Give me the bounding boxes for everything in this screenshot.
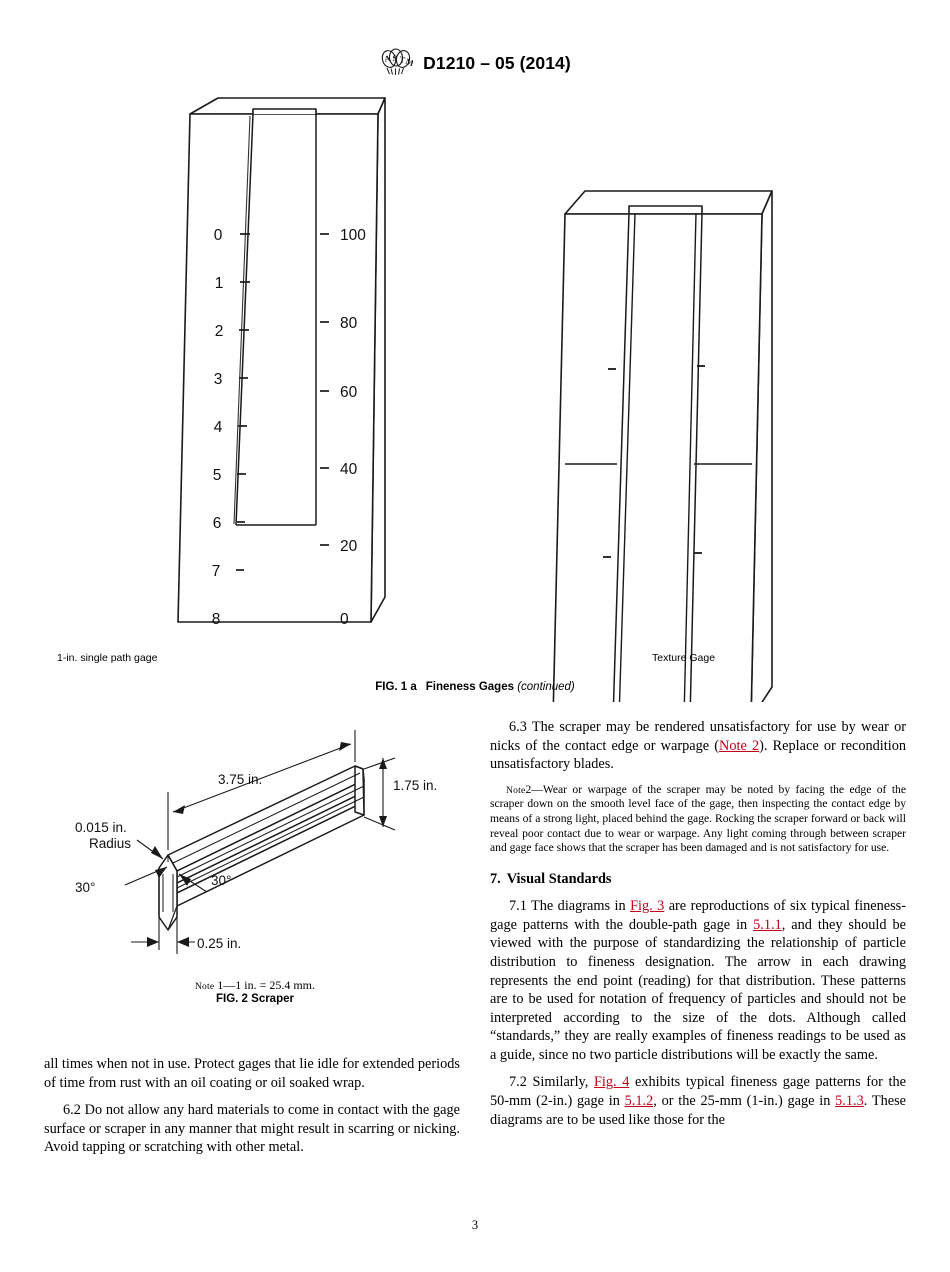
- scale-label-left: 1: [215, 275, 224, 292]
- dimension-radius-label: Radius: [89, 836, 131, 851]
- scale-label-right: 0: [340, 611, 349, 628]
- scale-label-left: 8: [212, 611, 221, 628]
- figure1-right-gage-label: Texture Gage: [652, 652, 716, 664]
- figure1-caption-label: FIG. 1 a: [375, 681, 417, 693]
- section-7-heading: 7. Visual Standards: [490, 870, 906, 889]
- paragraph-7-1-a: 7.1 The diagrams in: [509, 898, 631, 915]
- paragraph-7-2-d: . These diagrams are to be used like tho…: [490, 1093, 906, 1128]
- paragraph-6-3-part2: ). Replace or recondition unsatisfactory…: [490, 737, 907, 773]
- svg-text:A: A: [383, 53, 392, 64]
- astm-logo-icon: A S T M: [379, 48, 413, 78]
- scale-label-right: 40: [340, 461, 358, 478]
- paragraph-6-3: 6.3 The scraper may be rendered unsatisf…: [490, 718, 906, 774]
- page-title: D1210 – 05 (2014): [423, 52, 571, 73]
- dimension-height: 1.75 in.: [393, 778, 437, 793]
- figure-2: 3.75 in. 1.75 in. 0.015 in. Radius 30° 3…: [55, 722, 455, 957]
- dimension-angle-right: 30°: [211, 873, 231, 888]
- xref-fig-4[interactable]: Fig. 4: [593, 1074, 630, 1091]
- scale-label-left: 2: [215, 323, 224, 340]
- page-number: 3: [471, 1218, 479, 1232]
- right-text-column: 6.3 The scraper may be rendered unsatisf…: [490, 718, 906, 1138]
- scraper-drawing: 3.75 in. 1.75 in. 0.015 in. Radius 30° 3…: [75, 730, 437, 954]
- scale-label-left: 0: [214, 227, 223, 244]
- figure1-caption: FIG. 1 a Fineness Gages (continued): [0, 681, 950, 693]
- xref-fig-3[interactable]: Fig. 3: [630, 898, 665, 915]
- scale-label-left: 6: [213, 515, 222, 532]
- dimension-angle-left: 30°: [75, 880, 95, 895]
- paragraph-continued: all times when not in use. Protect gages…: [44, 1056, 460, 1091]
- figure1-caption-title: Fineness Gages: [425, 681, 514, 693]
- paragraph-6-2: 6.2 Do not allow any hard materials to c…: [44, 1102, 460, 1156]
- svg-text:T: T: [399, 54, 407, 65]
- xref-5-1-1[interactable]: 5.1.1: [753, 916, 782, 933]
- figure2-note-text: 1—1 in. = 25.4 mm.: [217, 978, 316, 992]
- svg-text:S: S: [393, 53, 398, 63]
- figure1-caption-continued: (continued): [517, 681, 575, 693]
- paragraph-7-2-a: 7.2 Similarly,: [509, 1074, 594, 1091]
- paragraph-7-1-b: are reproductions of six typical finenes…: [490, 898, 906, 933]
- left-text-column: all times when not in use. Protect gages…: [44, 1055, 460, 1166]
- paragraph-6-3-part1: 6.3 The scraper may be rendered unsatisf…: [490, 719, 906, 754]
- scale-label-right: 20: [340, 538, 358, 555]
- xref-note-2[interactable]: Note 2: [719, 737, 760, 754]
- xref-5-1-3[interactable]: 5.1.3: [835, 1093, 864, 1110]
- scale-label-left: 4: [214, 419, 223, 436]
- section-7-title: Visual Standards: [506, 870, 612, 887]
- scale-label-right: 80: [340, 315, 358, 332]
- dimension-radius: 0.015 in.: [75, 820, 127, 835]
- note-2-prefix: Note: [506, 784, 526, 796]
- paragraph-7-2-c: , or the 25-mm (1-in.) gage in: [653, 1093, 836, 1110]
- paragraph-7-1-c: , and they should be viewed with the pur…: [490, 916, 906, 1063]
- figure2-caption: FIG. 2 Scraper: [216, 993, 294, 1005]
- scale-label-left: 5: [213, 467, 222, 484]
- note-2-text: 2—Wear or warpage of the scraper may be …: [490, 782, 906, 855]
- page-header: A S T M D1210 – 05 (2014): [0, 48, 950, 78]
- figure1-left-gage-label: 1-in. single path gage: [57, 652, 158, 664]
- section-7-number: 7.: [490, 870, 501, 887]
- scale-label-right: 60: [340, 384, 358, 401]
- figure-1a: 0 1 2 3 4 5 6 7 8 100 80 60 40 20 0: [0, 92, 950, 702]
- paragraph-7-2-b: exhibits typical fineness gage patterns …: [490, 1074, 906, 1110]
- figure2-note: Note 1—1 in. = 25.4 mm.: [55, 978, 455, 993]
- scale-label-left: 3: [214, 371, 223, 388]
- scale-label-left: 7: [212, 563, 221, 580]
- paragraph-7-1: 7.1 The diagrams in Fig. 3 are reproduct…: [490, 897, 906, 1064]
- fineness-gages-drawing: 0 1 2 3 4 5 6 7 8 100 80 60 40 20 0: [177, 97, 773, 702]
- xref-5-1-2[interactable]: 5.1.2: [624, 1093, 654, 1110]
- dimension-thickness: 0.25 in.: [197, 936, 241, 951]
- note-2: Note2—Wear or warpage of the scraper may…: [490, 783, 906, 856]
- svg-text:M: M: [404, 56, 413, 68]
- scale-label-right: 100: [340, 227, 366, 244]
- figure2-note-prefix: Note: [194, 982, 215, 992]
- dimension-length: 3.75 in.: [218, 772, 262, 787]
- paragraph-7-2: 7.2 Similarly, Fig. 4 exhibits typical f…: [490, 1073, 906, 1129]
